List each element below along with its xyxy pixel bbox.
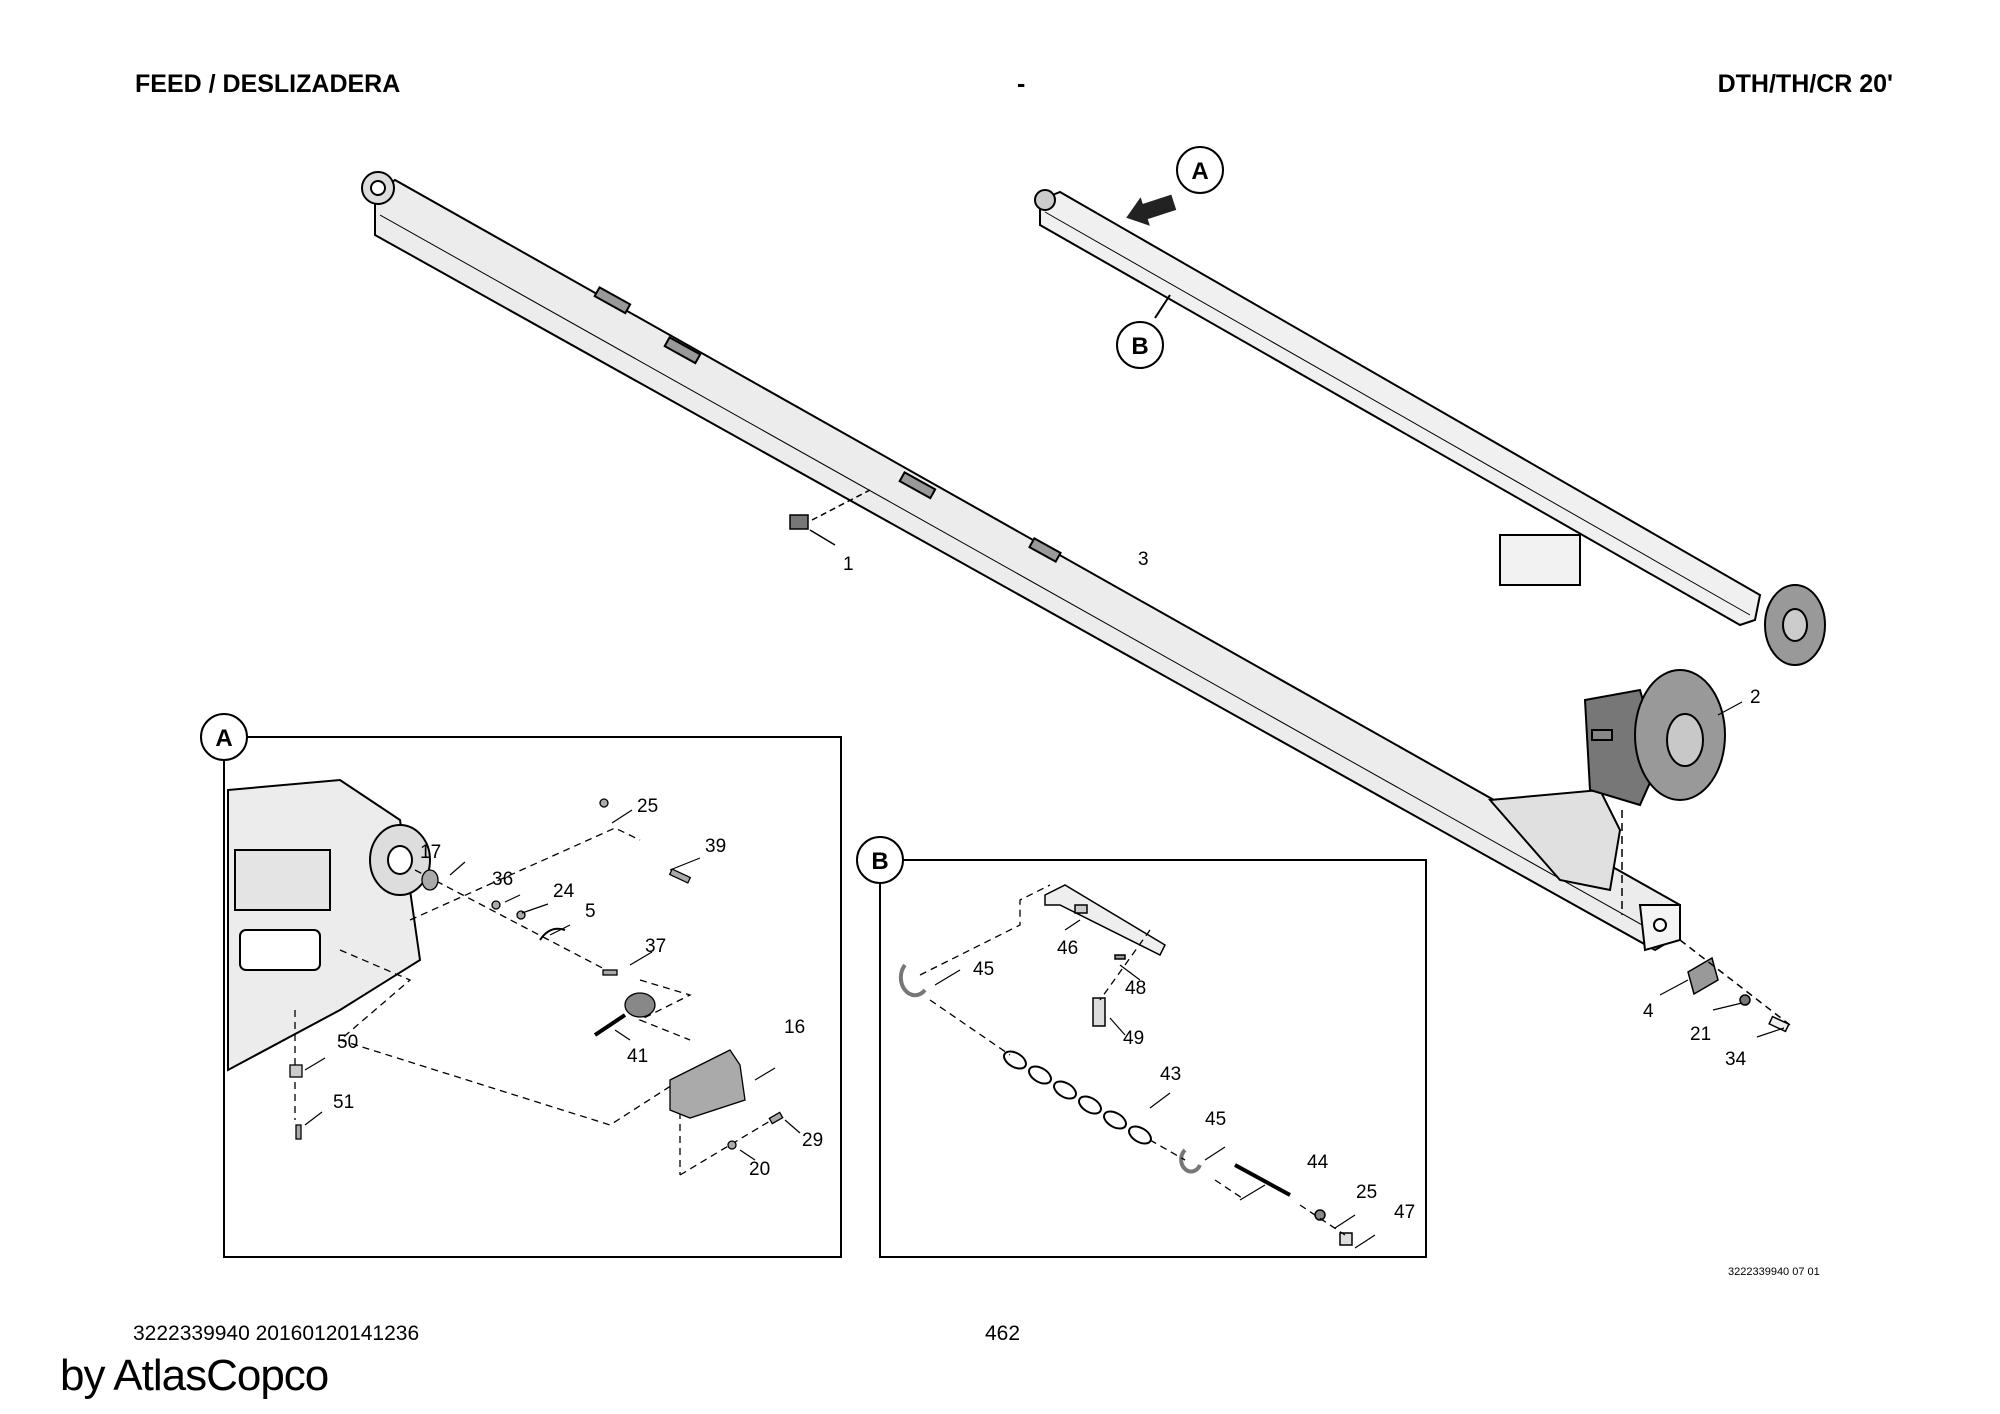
callout-3: 3 xyxy=(1138,549,1149,570)
view-b-bubble: B xyxy=(1116,294,1171,369)
callout-a-39: 39 xyxy=(705,836,726,857)
callout-a-20: 20 xyxy=(749,1159,770,1180)
view-a-bubble: A xyxy=(1176,146,1224,194)
svg-text:B: B xyxy=(871,848,888,875)
callout-a-25: 25 xyxy=(637,796,658,817)
callout-a-24: 24 xyxy=(553,881,575,902)
drawing-reference: 3222339940 07 01 xyxy=(1728,1266,1820,1278)
detail-b-frame: B xyxy=(856,836,1427,1258)
header-separator: - xyxy=(1017,70,1026,98)
callout-b-25: 25 xyxy=(1356,1182,1377,1203)
view-arrow-icon xyxy=(1126,194,1177,226)
svg-text:B: B xyxy=(1131,333,1148,360)
callout-a-5: 5 xyxy=(585,901,596,922)
callout-a-17: 17 xyxy=(420,842,441,863)
chain xyxy=(1003,1050,1152,1145)
callout-a-29: 29 xyxy=(802,1130,823,1151)
model-label: DTH/TH/CR 20' xyxy=(1717,70,1893,98)
callout-b-48: 48 xyxy=(1125,978,1146,999)
callout-2: 2 xyxy=(1750,687,1761,708)
document-id: 3222339940 20160120141236 xyxy=(133,1322,420,1345)
part-2-rotation-unit xyxy=(1583,669,1743,915)
callout-a-51: 51 xyxy=(333,1092,354,1113)
svg-text:A: A xyxy=(1191,158,1208,185)
end-plate-parts xyxy=(1659,939,1791,1038)
callout-a-37: 37 xyxy=(645,936,666,957)
part-1-clip xyxy=(789,489,871,546)
callout-a-36: 36 xyxy=(492,869,513,890)
main-feed-beam xyxy=(361,171,1681,952)
callout-b-43: 43 xyxy=(1160,1064,1181,1085)
detail-a-frame: A xyxy=(200,713,842,1258)
callout-4: 4 xyxy=(1643,1001,1654,1022)
callout-a-50: 50 xyxy=(337,1032,358,1053)
callout-b-44: 44 xyxy=(1307,1152,1329,1173)
callout-b-47: 47 xyxy=(1394,1202,1415,1223)
callout-b-46: 46 xyxy=(1057,938,1078,959)
page-title: FEED / DESLIZADERA xyxy=(135,70,401,98)
svg-text:A: A xyxy=(215,725,232,752)
callout-a-41: 41 xyxy=(627,1046,648,1067)
overview-feed xyxy=(1034,189,1826,666)
callout-b-49: 49 xyxy=(1123,1028,1144,1049)
callout-b-45-bottom: 45 xyxy=(1205,1109,1226,1130)
callout-21: 21 xyxy=(1690,1024,1711,1045)
page-number: 462 xyxy=(985,1322,1021,1345)
callout-34: 34 xyxy=(1725,1049,1747,1070)
callout-a-16: 16 xyxy=(784,1017,805,1038)
callout-1: 1 xyxy=(843,554,854,575)
callout-b-45-top: 45 xyxy=(973,959,994,980)
watermark: by AtlasCopco xyxy=(60,1351,329,1400)
